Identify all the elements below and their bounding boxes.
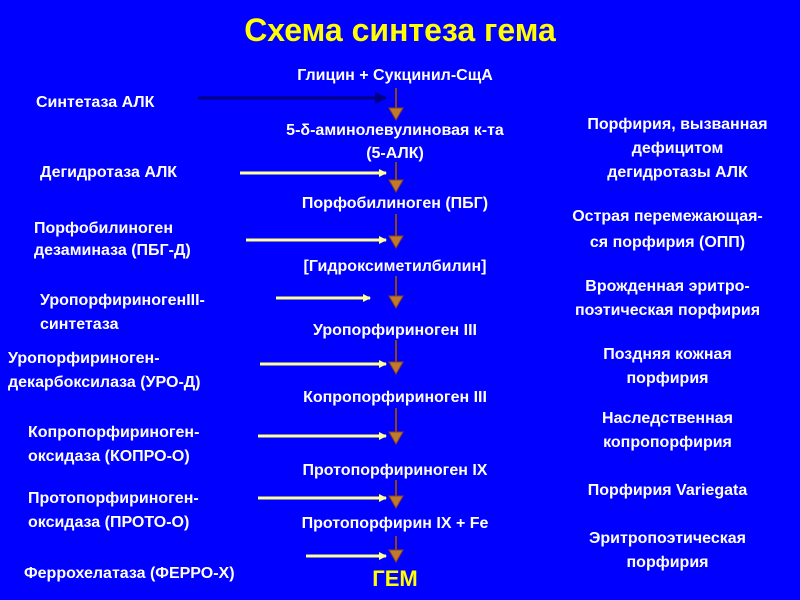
chain-arrow-8: [388, 536, 404, 563]
disease-cep-line2: поэтическая порфирия: [574, 302, 761, 319]
chain-arrow-5: [388, 340, 404, 375]
substrate-ala-abbr: (5-АЛК): [366, 145, 424, 162]
chain-arrow-3: [388, 214, 404, 249]
enzyme-coprox-line1: Копропорфириноген-: [28, 424, 200, 441]
disease-epp-line2: порфирия: [626, 554, 709, 571]
disease-pct-line2: порфирия: [626, 370, 709, 387]
chain-arrow-6: [388, 408, 404, 445]
substrate-glycine: Глицин + Сукцинил-СщА: [297, 67, 493, 84]
chain-arrow-2: [388, 162, 404, 193]
enzyme-ala-dehydratase: Дегидротаза АЛК: [40, 164, 178, 181]
enzyme-protox-line2: оксидаза (ПРОТО-О): [28, 514, 190, 531]
enzyme-coprox-line2: оксидаза (КОПРО-О): [28, 448, 190, 465]
enzyme-urod-line1: Уропорфириноген-: [8, 350, 160, 367]
disease-aip-line1: Острая перемежающая-: [572, 208, 763, 225]
enzyme-urod-line2: декарбоксилаза (УРО-Д): [8, 374, 201, 391]
chain-arrow-7: [388, 480, 404, 509]
enzyme-pbgd-line2: дезаминаза (ПБГ-Д): [34, 242, 191, 259]
enzyme-uros-line1: УропорфириногенIII-: [40, 292, 205, 309]
substrate-proto9-fe: Протопорфирин IX + Fe: [301, 515, 489, 532]
disease-variegata: Порфирия Variegata: [587, 482, 748, 499]
page-title: Схема синтеза гема: [244, 12, 556, 48]
enzyme-protox-line1: Протопорфириноген-: [28, 490, 199, 507]
disease-pct-line1: Поздняя кожная: [603, 346, 732, 363]
disease-ala-dehydratase-line3: дегидротазы АЛК: [607, 164, 748, 181]
disease-cep-line1: Врожденная эритро-: [585, 278, 750, 295]
substrate-copro3: Копропорфириноген III: [303, 389, 487, 406]
disease-epp-line1: Эритропоэтическая: [588, 530, 746, 547]
chain-arrow-1: [388, 88, 404, 121]
product-heme: ГЕМ: [372, 566, 418, 591]
disease-hcp-line1: Наследственная: [602, 410, 733, 427]
disease-hcp-line2: копропорфирия: [603, 434, 732, 451]
disease-ala-dehydratase-line1: Порфирия, вызванная: [587, 116, 768, 133]
disease-ala-dehydratase-line2: дефицитом: [631, 140, 724, 157]
substrate-ala-name: 5-δ-аминолевулиновая к-та: [286, 122, 504, 139]
disease-aip-line2: ся порфирия (ОПП): [589, 234, 746, 251]
enzyme-uros-line2: синтетаза: [40, 316, 119, 333]
substrate-hmb: [Гидроксиметилбилин]: [303, 258, 487, 275]
enzyme-ferrochelatase: Феррохелатаза (ФЕРРО-Х): [24, 565, 235, 582]
substrate-pbg: Порфобилиноген (ПБГ): [301, 195, 489, 212]
substrate-protogen9: Протопорфириноген IX: [302, 462, 488, 479]
chain-arrow-4: [388, 276, 404, 309]
substrate-uro3: Уропорфириноген III: [313, 322, 477, 339]
enzyme-ala-synthase: Синтетаза АЛК: [36, 94, 155, 111]
enzyme-pbgd-line1: Порфобилиноген: [34, 220, 173, 237]
